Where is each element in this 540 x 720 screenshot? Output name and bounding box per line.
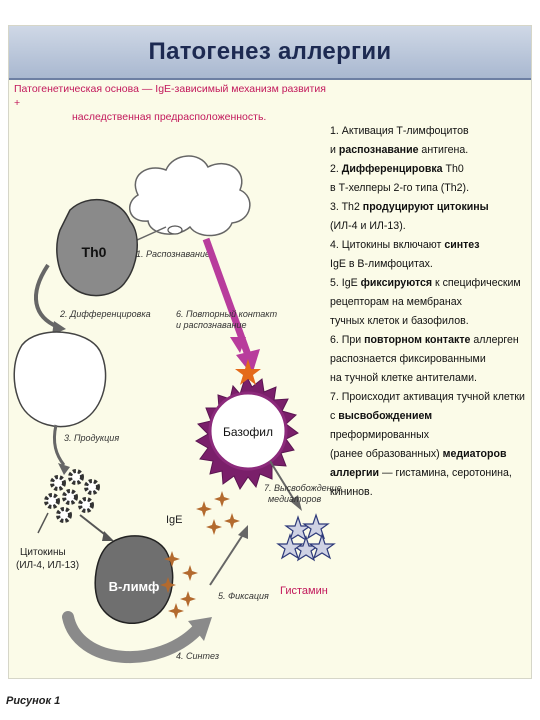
step-item-7: 7. Происходит активация тучной клетки с в… [330, 388, 528, 502]
arrow-release [269, 460, 297, 504]
ige-label: IgE [166, 514, 183, 526]
subtitle: Патогенетическая основа — IgE-зависимый … [14, 82, 334, 124]
step-7-text: медиаторов [442, 448, 507, 460]
step-1-text: 1. Активация Т-лимфоцитов [330, 125, 469, 137]
basophil-label: Базофил [223, 425, 273, 439]
step-7-text: 7. Происходит активация тучной клетки [330, 391, 525, 403]
arrow-differentiation [33, 263, 59, 329]
step-7-text: — гистамина, серотонина, [379, 467, 512, 479]
arrow-repeat-contact [202, 237, 252, 357]
arrow-release-head [290, 495, 302, 511]
step-item-5: 5. IgE фиксируются к специфическим рецепт… [330, 274, 528, 331]
step-6-text: на тучной клетке антителами. [330, 372, 477, 384]
step-4-text: синтез [444, 239, 480, 251]
steps-list: 1. Активация Т-лимфоцитов и распознавание… [330, 122, 528, 502]
arrow-cytokines-to-label [37, 512, 49, 534]
arrow-synthesis [62, 611, 204, 664]
arrow-fixation [209, 532, 245, 586]
th0-label: Th0 [82, 244, 107, 260]
step-7-text: с [330, 410, 339, 422]
slide-title: Патогенез аллергии [148, 38, 392, 65]
subtitle-line-1: Патогенетическая основа — IgE-зависимый … [14, 83, 326, 109]
arrow-production [52, 424, 66, 466]
step5-label: 5. Фиксация [218, 591, 269, 601]
step-5-text: тучных клеток и базофилов. [330, 315, 469, 327]
antigen-cloud [128, 155, 251, 237]
step-6-text: 6. При [330, 334, 365, 346]
figure-caption: Рисунок 1 [6, 695, 61, 707]
pathogenesis-diagram: Th0 1. Распознавание 2. Дифференцировка … [13, 155, 342, 664]
step-6-text: распознается фиксированными [330, 353, 486, 365]
step-2-text: 2. [330, 163, 342, 175]
step-item-1: 1. Активация Т-лимфоцитов и распознавание… [330, 122, 528, 160]
arrow-production-head [58, 463, 70, 475]
step-7-text: (ранее образованных) [330, 448, 443, 460]
step-5-text: 5. IgE [330, 277, 361, 289]
allergen-star [235, 359, 261, 385]
step-2-text: Th0 [442, 163, 464, 175]
step-7-text: преформированных [330, 429, 430, 441]
step7-label-2: медиаторов [268, 494, 321, 504]
cytokines-label-2: (ИЛ-4, ИЛ-13) [16, 560, 79, 571]
arrow-cytokines-head [102, 531, 114, 541]
arrow-repeat-contact-head2 [230, 337, 246, 353]
th2-cell [13, 331, 107, 428]
th0-cell [56, 198, 138, 297]
step-6-text: повторном контакте [364, 334, 471, 346]
step3-label: 3. Продукция [64, 433, 119, 443]
step-2-text: в Т-хелперы 2-го типа (Th2). [330, 182, 470, 194]
step-1-text: и [330, 144, 339, 156]
step-1-text: распознавание [338, 144, 419, 156]
histamine-stars [276, 513, 336, 562]
arrow-cytokines-to-blimf [79, 514, 109, 538]
step-5-text: фиксируются [360, 277, 433, 289]
blimf-label: В-лимф [109, 579, 160, 594]
step-6-text: аллерген [470, 334, 519, 346]
step-4-text: IgE в В-лимфоцитах. [330, 258, 433, 270]
histamine-label: Гистамин [280, 585, 328, 597]
cytokine-cluster [44, 469, 100, 523]
step-5-text: рецепторам на мембранах [330, 296, 462, 308]
cytokines-label-1: Цитокины [20, 547, 66, 558]
step-3-text: продуцируют цитокины [362, 201, 489, 213]
step-7-text: аллергии [330, 467, 380, 479]
ige-molecules [160, 491, 240, 619]
step-3-text: (ИЛ-4 и ИЛ-13). [330, 220, 406, 232]
step-4-text: 4. Цитокины включают [330, 239, 445, 251]
step-item-6: 6. При повторном контакте аллерген распоз… [330, 331, 528, 388]
blimf-cell [94, 535, 174, 624]
step-2-text: Дифференцировка [341, 163, 443, 175]
step-7-text: высвобождением [338, 410, 433, 422]
basophil-body [208, 391, 288, 471]
arrow-fixation-head [238, 525, 248, 539]
step-7-text: кининов. [330, 486, 373, 498]
antigen-receptor [167, 225, 183, 235]
step-item-3: 3. Th2 продуцируют цитокины (ИЛ-4 и ИЛ-13… [330, 198, 528, 236]
step1-label: 1. Распознавание [136, 249, 210, 259]
arrow-synthesis-head [188, 617, 212, 641]
step-item-2: 2. Дифференцировка Th0 в Т-хелперы 2-го т… [330, 160, 528, 198]
step-1-text: антигена. [418, 144, 469, 156]
subtitle-line-2: наследственная предрасположенность. [72, 111, 267, 123]
step-5-text: к специфическим [432, 277, 521, 289]
step7-label-1: 7. Высвобождение [264, 483, 342, 493]
step6-label-1: 6. Повторный контакт [176, 309, 278, 319]
title-bar: Патогенез аллергии [9, 26, 531, 80]
step4-label: 4. Синтез [176, 651, 219, 661]
step2-label: 2. Дифференцировка [59, 309, 151, 319]
step-3-text: 3. Th2 [330, 201, 363, 213]
step6-label-2: и распознавание [176, 320, 246, 330]
